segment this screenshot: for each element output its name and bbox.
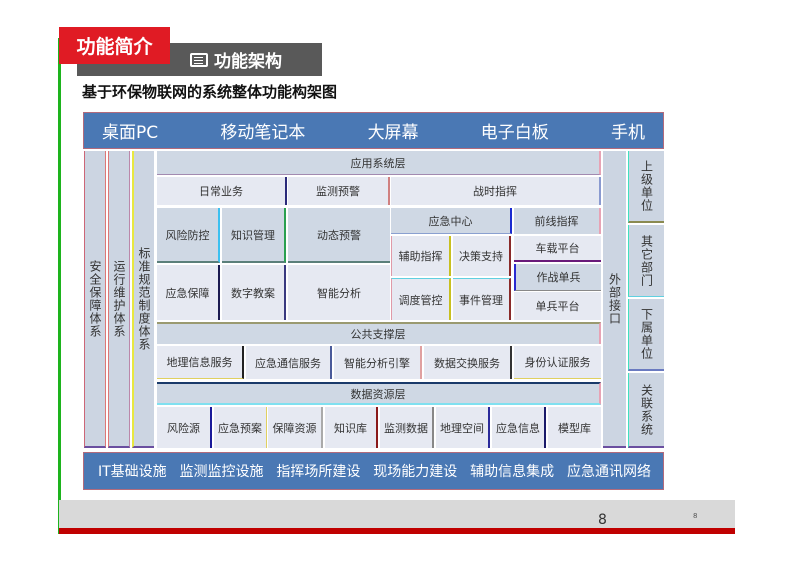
footer-red-line: [59, 528, 735, 534]
soldier-platform-cell: 单兵平台: [514, 292, 601, 320]
device-phone: 手机: [611, 123, 645, 143]
decision-support-cell: 决策支持: [453, 236, 511, 276]
emergency-comm-service-cell: 应急通信服务: [246, 346, 332, 379]
device-whiteboard: 电子白板: [480, 123, 549, 143]
support-layer-title: 公共支撑层: [157, 322, 601, 344]
intelligent-analysis-cell: 智能分析: [288, 265, 390, 320]
left-accent-line: [58, 38, 61, 534]
infra-aux-info: 辅助信息集成: [470, 464, 555, 480]
monitoring-data-cell: 监测数据: [380, 407, 434, 448]
infra-it: IT基础设施: [98, 464, 167, 480]
geo-space-cell: 地理空间: [436, 407, 490, 448]
external-interface-column: 外部接口: [603, 151, 626, 448]
unit-label: 下属单位: [639, 308, 654, 360]
risk-control-cell: 风险防控: [157, 208, 220, 263]
related-systems-box: 关联系统: [628, 373, 664, 448]
section-tab-label: 功能简介: [76, 36, 153, 58]
device-laptop: 移动笔记本: [220, 123, 306, 143]
vehicle-platform-cell: 车载平台: [514, 236, 601, 262]
page-number: 8: [598, 512, 607, 528]
infra-field-capability: 现场能力建设: [373, 464, 458, 480]
digital-plan-cell: 数字教案: [222, 265, 286, 320]
page-number-small: 8: [693, 512, 698, 520]
sub-tab-label: 功能架构: [214, 52, 282, 72]
superior-unit-box: 上级单位: [628, 151, 664, 223]
monitoring-warning-cell: 监测预警: [288, 177, 390, 205]
identity-auth-service-cell: 身份认证服务: [514, 346, 601, 379]
infra-command-site: 指挥场所建设: [276, 464, 361, 480]
page-title: 基于环保物联网的系统整体功能构架图: [82, 83, 338, 101]
column-label: 运行维护体系: [112, 259, 126, 338]
security-system-column: 安全保障体系: [84, 151, 106, 448]
knowledge-base-cell: 知识库: [325, 407, 378, 448]
dynamic-warning-cell: 动态预警: [288, 208, 390, 263]
daily-business-cell: 日常业务: [157, 177, 287, 205]
knowledge-management-cell: 知识管理: [222, 208, 286, 263]
standards-column: 标准规范制度体系: [132, 151, 154, 448]
footer-bar: [59, 500, 735, 528]
support-resources-cell: 保障资源: [268, 407, 323, 448]
device-big-screen: 大屏幕: [367, 123, 419, 143]
emergency-plan-cell: 应急预案: [214, 407, 267, 448]
model-library-cell: 模型库: [548, 407, 601, 448]
infra-monitoring: 监测监控设施: [179, 464, 264, 480]
device-desktop: 桌面PC: [102, 123, 159, 143]
gis-service-cell: 地理信息服务: [157, 346, 244, 379]
unit-label: 上级单位: [639, 160, 654, 212]
column-label: 标准规范制度体系: [137, 246, 151, 351]
emergency-center-title: 应急中心: [391, 208, 512, 234]
unit-label: 关联系统: [639, 383, 654, 436]
application-layer-title: 应用系统层: [157, 151, 601, 175]
unit-label: 其它部门: [639, 234, 654, 287]
devices-bar: 桌面PC 移动笔记本 大屏幕 电子白板 手机: [83, 112, 664, 149]
ai-engine-cell: 智能分析引擎: [334, 346, 422, 379]
frontline-command-title: 前线指挥: [514, 208, 601, 234]
data-exchange-service-cell: 数据交换服务: [424, 346, 512, 379]
operation-maintenance-column: 运行维护体系: [108, 151, 130, 448]
section-tab[interactable]: 功能简介: [59, 27, 170, 64]
data-layer-title: 数据资源层: [157, 382, 601, 405]
column-label: 外部接口: [607, 272, 622, 325]
event-management-cell: 事件管理: [453, 278, 511, 320]
infrastructure-bar: IT基础设施 监测监控设施 指挥场所建设 现场能力建设 辅助信息集成 应急通讯网…: [83, 452, 664, 490]
presentation-board-icon: [190, 52, 208, 67]
assist-command-cell: 辅助指挥: [391, 236, 451, 276]
column-label: 安全保障体系: [88, 259, 102, 338]
emergency-support-cell: 应急保障: [157, 265, 220, 320]
other-departments-box: 其它部门: [628, 225, 664, 297]
risk-source-cell: 风险源: [157, 407, 212, 448]
wartime-command-cell: 战时指挥: [391, 177, 601, 205]
combat-soldier-cell: 作战单兵: [514, 264, 601, 291]
infra-emergency-network: 应急通讯网络: [566, 464, 651, 480]
emergency-info-cell: 应急信息: [492, 407, 546, 448]
subordinate-units-box: 下属单位: [628, 299, 664, 371]
dispatch-control-cell: 调度管控: [391, 278, 451, 320]
